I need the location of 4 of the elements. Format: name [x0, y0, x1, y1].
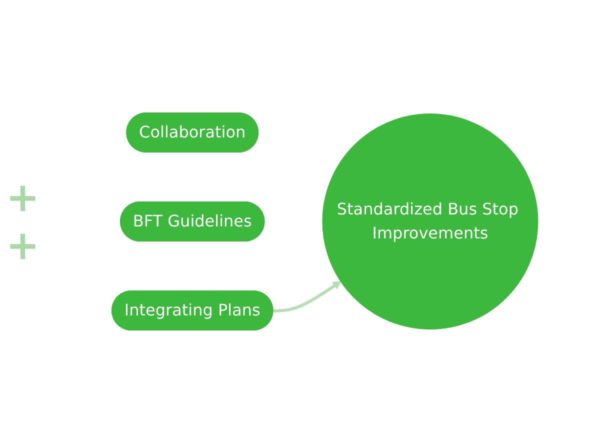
plus-sign: + [6, 178, 40, 218]
node-circle: Standardized Bus Stop Improvements [322, 114, 539, 330]
plus-sign: + [6, 226, 40, 266]
arrow [274, 281, 342, 312]
